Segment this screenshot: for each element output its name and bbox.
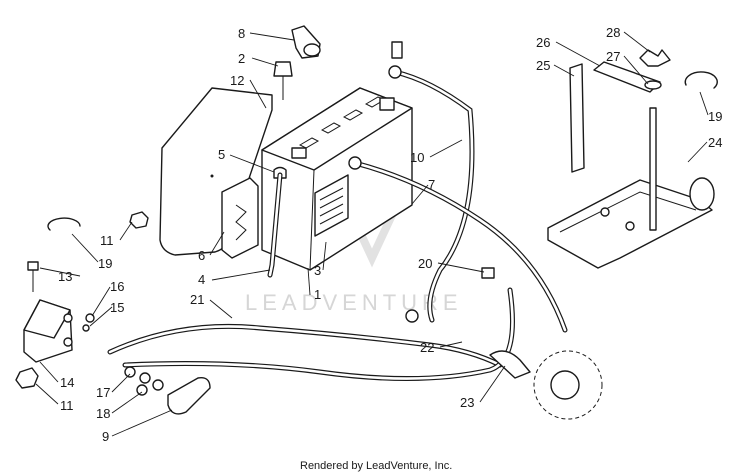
tray-rod (649, 107, 657, 231)
callout-20: 20 (418, 256, 432, 271)
starter-solenoid (23, 299, 73, 363)
callout-8: 8 (238, 26, 245, 41)
nut-20-left (405, 309, 419, 323)
leader-lines (35, 31, 709, 437)
bolt-20 (481, 267, 495, 279)
battery (261, 87, 413, 271)
footer-credit: Rendered by LeadVenture, Inc. (300, 460, 452, 472)
strap-washer (644, 80, 662, 90)
callout-18: 18 (96, 406, 110, 421)
callout-16: 16 (110, 279, 124, 294)
callout-11a: 11 (100, 233, 114, 248)
callouts: 8 2 12 5 11 6 19 4 3 1 13 16 15 21 14 11… (58, 25, 722, 444)
callout-15: 15 (110, 300, 124, 315)
hold-down-strap (569, 61, 661, 173)
watermark-text: LEADVENTURE (245, 290, 463, 315)
starter-gear (489, 350, 603, 420)
callout-4: 4 (198, 272, 205, 287)
retainer-ring-right (684, 71, 718, 89)
callout-17: 17 (96, 385, 110, 400)
callout-9: 9 (102, 429, 109, 444)
battery-bracket (221, 177, 259, 259)
washer-17b (139, 372, 151, 384)
callout-12: 12 (230, 73, 244, 88)
callout-26: 26 (536, 35, 550, 50)
callout-2: 2 (238, 51, 245, 66)
callout-23: 23 (460, 395, 474, 410)
callout-10: 10 (410, 150, 424, 165)
callout-1: 1 (314, 287, 321, 302)
callout-25: 25 (536, 58, 550, 73)
positive-terminal (379, 97, 395, 111)
bolt-13 (27, 261, 39, 271)
callout-5: 5 (218, 147, 225, 162)
callout-19b: 19 (708, 109, 722, 124)
callout-19a: 19 (98, 256, 112, 271)
callout-14: 14 (60, 375, 74, 390)
cable-ring-terminal (348, 156, 362, 170)
vent-tube (267, 172, 283, 278)
pad-hole (210, 174, 214, 178)
callout-27: 27 (606, 49, 620, 64)
callout-6: 6 (198, 248, 205, 263)
solenoid-boot (167, 377, 211, 415)
callout-7: 7 (428, 177, 435, 192)
washer-17 (124, 366, 136, 378)
battery-tray (547, 107, 715, 269)
terminal-bolt (391, 41, 403, 59)
wing-nut (639, 49, 671, 67)
callout-3: 3 (314, 263, 321, 278)
nut-18 (136, 384, 148, 396)
nut-11-lower (15, 367, 39, 389)
nut-18b (152, 379, 164, 391)
hardware (15, 211, 495, 396)
retainer-ring (47, 217, 81, 231)
callout-11b: 11 (60, 398, 74, 413)
vent-fitting (273, 61, 293, 100)
negative-cable (348, 156, 568, 333)
nut-11 (129, 211, 149, 229)
callout-28: 28 (606, 25, 620, 40)
terminal-boot (291, 25, 321, 59)
cable-ring-terminal (388, 65, 402, 79)
washer-15 (82, 324, 90, 332)
callout-22: 22 (420, 340, 434, 355)
callout-13: 13 (58, 269, 72, 284)
callout-24: 24 (708, 135, 722, 150)
positive-cable (388, 41, 475, 323)
callout-21: 21 (190, 292, 204, 307)
negative-terminal (291, 147, 307, 159)
